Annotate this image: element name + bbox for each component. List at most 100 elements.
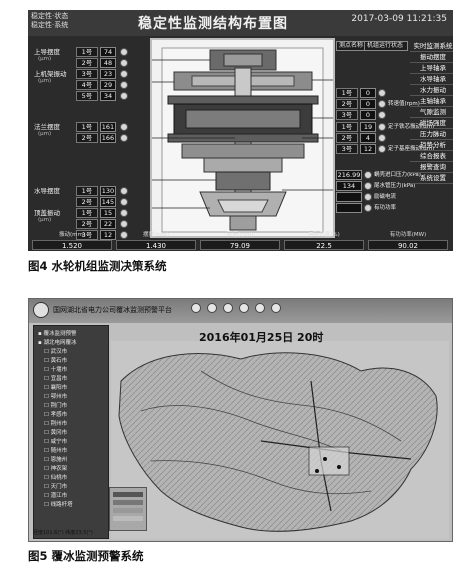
menu-item[interactable]: 磁场强度 [410,117,453,129]
play-control-icon[interactable] [191,303,201,313]
menu-item[interactable]: 振动摆度 [410,51,453,63]
menu-item[interactable]: 气隙监测 [410,106,453,118]
status-dot-icon [120,81,128,89]
figure-5-caption: 图5 覆冰监测预警系统 [28,549,144,563]
sensor-value: 0 [360,110,376,120]
stop-control-icon[interactable] [255,303,265,313]
tree-item[interactable]: ☐ 黄冈市 [44,430,68,436]
summary-value: 22.5 [284,240,364,250]
tree-item[interactable]: ☐ 十堰市 [44,367,68,373]
sensor-value: 134 [336,181,362,191]
tree-item[interactable]: ☐ 荆门市 [44,403,68,409]
sensor-value: 29 [100,80,116,90]
menu-item[interactable]: 水导轴承 [410,73,453,85]
sensor-value: 48 [100,58,116,68]
tree-item[interactable]: ☐ 潜江市 [44,493,68,499]
sensor-label: 上机架振动 [34,70,67,78]
sensor-channel: 2号 [76,197,98,207]
right-lower-row: 134 尾水管压力(kPa) [336,181,415,191]
tree-item[interactable]: ☐ 武汉市 [44,349,68,355]
turbine-structure-diagram [150,38,335,238]
sensor-value: 22 [100,219,116,229]
status-dot-icon [120,134,128,142]
menu-item[interactable]: 趋势分析 [410,139,453,151]
tree-item[interactable]: ☐ 鄂州市 [44,394,68,400]
tree-item[interactable]: ☐ 天门市 [44,484,68,490]
china-map[interactable] [111,341,449,539]
right-lower-row: 励磁电流 [336,192,410,202]
top-bar: 国网湖北省电力公司覆冰监测预警平台 [29,299,452,323]
tree-item[interactable]: ☐ 襄阳市 [44,385,68,391]
sensor-value: 166 [100,133,116,143]
status-dot-icon [378,145,386,153]
sensor-channel: 3号 [76,230,98,240]
tree-item[interactable]: ☐ 荆州市 [44,421,68,427]
tree-item[interactable]: ☐ 咸宁市 [44,439,68,445]
top-left-line-2: 稳定性·系统 [31,21,69,29]
tree-item[interactable]: ☐ 宜昌市 [44,376,68,382]
rewind-control-icon[interactable] [223,303,233,313]
tree-item[interactable]: ▪ 覆冰监测预警 [38,331,77,337]
tree-item[interactable]: ☐ 黄石市 [44,358,68,364]
figure-4-monitoring-screen: 稳定性·状态 稳定性·系统 稳定性监测结构布置图 2017-03-09 11:2… [28,10,453,251]
datetime: 2017-03-09 11:21:35 [351,14,447,24]
tree-item[interactable]: ☐ 仙桃市 [44,475,68,481]
sensor-value [336,203,362,213]
sensor-channel: 4号 [76,80,98,90]
menu-item[interactable]: 报警查询 [410,161,453,173]
summary-header: 振动(mm) [58,232,85,238]
sensor-label: 蜗壳进口压力(kPa) [374,172,421,178]
summary-value: 1.430 [116,240,196,250]
sensor-channel: 2号 [76,133,98,143]
sensor-value: 23 [100,69,116,79]
menu-item[interactable]: 系统设置 [410,172,453,184]
status-dot-icon [120,231,128,239]
status-dot-icon [120,220,128,228]
status-dot-icon [120,123,128,131]
sensor-channel: 1号 [336,88,358,98]
menu-item[interactable]: 水力振动 [410,84,453,96]
figure-5-icing-warning-screen: 国网湖北省电力公司覆冰监测预警平台 ▪ 覆冰监测预警 ▪ 湖北电网覆冰 ☐ 武汉市 ☐… [28,298,453,542]
sensor-value: 0 [360,99,376,109]
tree-item[interactable]: ☐ 神农架 [44,466,68,472]
status-dot-icon [378,134,386,142]
status-dot-icon [120,48,128,56]
coordinate-readout: 经度101.6(°) 纬度23.5(°) [33,530,93,536]
sensor-value: 12 [100,230,116,240]
sensor-label: 尾水管压力(kPa) [374,183,416,189]
sensor-label: 定子基座振动(μm) [388,146,435,152]
top-bar: 稳定性·状态 稳定性·系统 稳定性监测结构布置图 2017-03-09 11:2… [28,10,453,36]
sensor-channel: 1号 [336,122,358,132]
tree-item[interactable]: ☐ 随州市 [44,448,68,454]
tree-item[interactable]: ☐ 孝感市 [44,412,68,418]
right-lower-row: 有功功率 [336,203,410,213]
right-lower-row: 216.99 蜗壳进口压力(kPa) [336,170,421,180]
sensor-channel: 1号 [76,186,98,196]
sensor-value: 145 [100,197,116,207]
menu-item[interactable]: 主轴轴承 [410,95,453,107]
pause-control-icon[interactable] [207,303,217,313]
menu-item[interactable]: 上导轴承 [410,62,453,74]
sensor-channel: 1号 [76,47,98,57]
menu-item[interactable]: 压力脉动 [410,128,453,140]
sensor-value: 216.99 [336,170,362,180]
tree-item[interactable]: ☐ 恩施州 [44,457,68,463]
menu-item[interactable]: 实时监测系统 [410,40,453,52]
tree-item[interactable]: ☐ 线路杆塔 [44,502,73,508]
sensor-value: 74 [100,47,116,57]
settings-control-icon[interactable] [271,303,281,313]
screen-title: 稳定性监测结构布置图 [138,16,288,32]
top-left-info: 稳定性·状态 稳定性·系统 [31,12,68,30]
tree-item[interactable]: ▪ 湖北电网覆冰 [38,340,77,346]
menu-item[interactable]: 综合报表 [410,150,453,162]
forecast-date: 2016年01月25日 20时 [199,331,324,344]
sensor-value: 130 [100,186,116,196]
forward-control-icon[interactable] [239,303,249,313]
